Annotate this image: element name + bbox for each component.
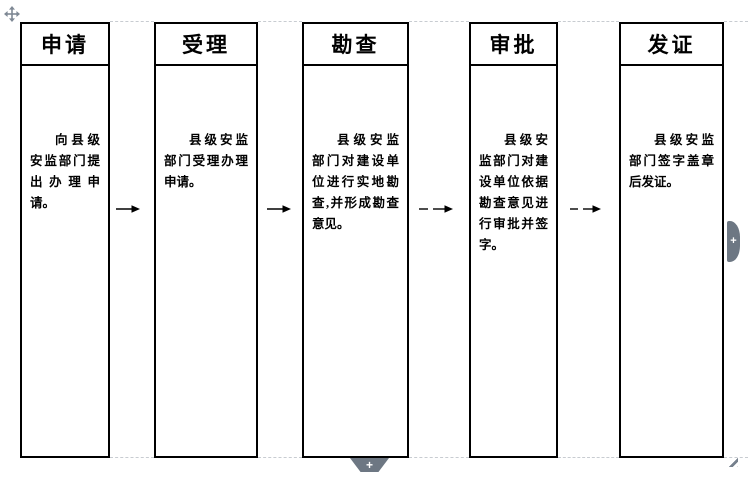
- add-column-button[interactable]: +: [727, 221, 740, 262]
- flow-step-application[interactable]: 申请 向县级安监部门提出办理申请。: [20, 22, 110, 458]
- dashed-guide-top-1: [110, 21, 154, 22]
- arrow-icon-1: [116, 203, 140, 215]
- dashed-guide-bottom-4: [558, 457, 619, 458]
- move-icon-glyph: [4, 6, 20, 22]
- flow-step-survey[interactable]: 勘查 县级安监部门对建设单位进行实地勘查,并形成勘查意见。: [302, 22, 409, 458]
- flow-step-approval[interactable]: 审批 县级安监部门对建设单位依据勘查意见进行审批并签字。: [469, 22, 558, 458]
- flow-step-issuance[interactable]: 发证 县级安监部门签字盖章后发证。: [619, 22, 724, 458]
- step-title: 发证: [621, 24, 722, 66]
- step-description: 县级安监部门对建设单位进行实地勘查,并形成勘查意见。: [312, 133, 399, 231]
- dashed-guide-top-4: [558, 21, 619, 22]
- dashed-guide-top-5: [724, 21, 748, 22]
- move-icon[interactable]: [4, 6, 20, 22]
- arrow-icon-3: [419, 203, 453, 215]
- dashed-guide-top-3: [409, 21, 469, 22]
- step-description: 县级安监部门受理办理申请。: [164, 133, 248, 189]
- resize-handle-icon[interactable]: [725, 454, 738, 467]
- step-title: 勘查: [304, 24, 407, 66]
- plus-icon: +: [730, 235, 737, 247]
- dashed-guide-bottom-1: [110, 457, 154, 458]
- plus-icon: +: [365, 458, 373, 472]
- arrow-icon-4: [570, 203, 601, 215]
- flow-step-acceptance[interactable]: 受理 县级安监部门受理办理申请。: [154, 22, 258, 458]
- step-description: 县级安监部门对建设单位依据勘查意见进行审批并签字。: [479, 133, 548, 252]
- step-title: 受理: [156, 24, 256, 66]
- dashed-guide-bottom-3: [409, 457, 469, 458]
- dashed-guide-top-2: [258, 21, 302, 22]
- dashed-guide-bottom-2: [258, 457, 302, 458]
- step-description: 县级安监部门签字盖章后发证。: [629, 133, 714, 189]
- step-description: 向县级安监部门提出办理申请。: [30, 133, 100, 210]
- add-row-button[interactable]: +: [350, 458, 389, 472]
- arrow-icon-2: [267, 203, 291, 215]
- step-title: 审批: [471, 24, 556, 66]
- step-title: 申请: [22, 24, 108, 66]
